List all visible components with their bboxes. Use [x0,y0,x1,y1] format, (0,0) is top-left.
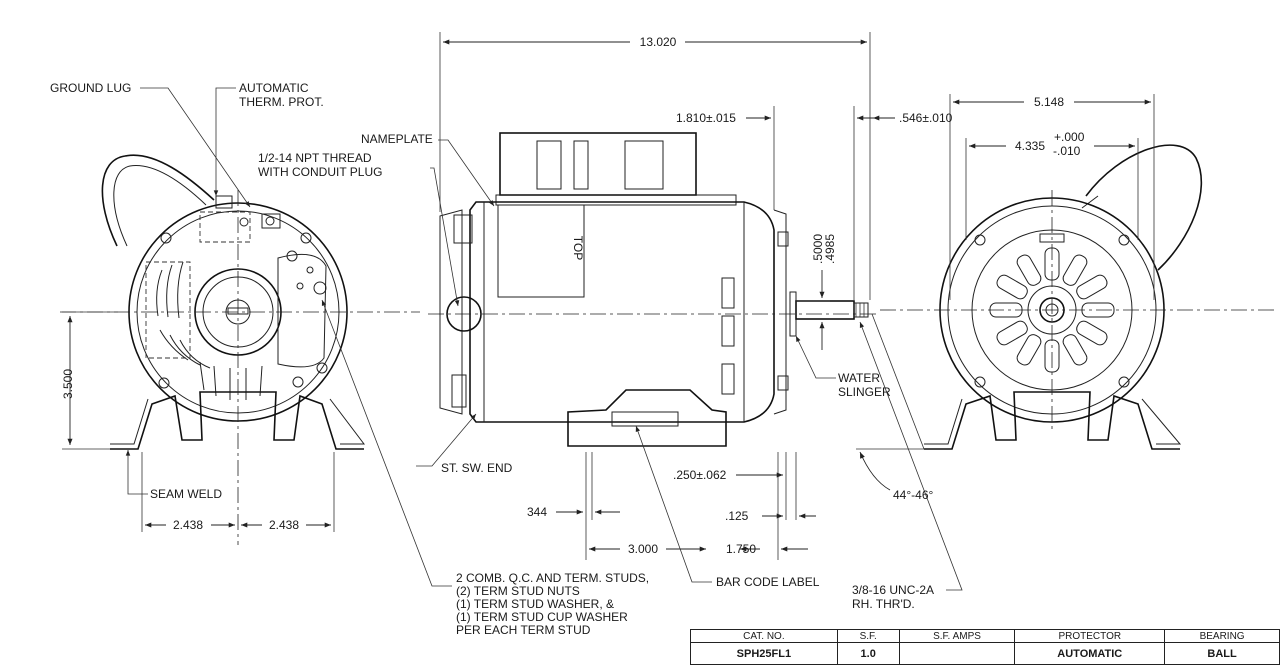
label-seam-weld: SEAM WELD [150,487,222,501]
dim-half-left: 2.438 [173,518,203,532]
label-studs-3: (1) TERM STUD WASHER, & [456,597,614,611]
dim-1750: 1.750 [726,542,756,556]
label-nameplate: NAMEPLATE [361,132,433,146]
drawing-text: GROUND LUG AUTOMATIC THERM. PROT. NAMEPL… [50,35,1085,637]
label-bar-code: BAR CODE LABEL [716,575,820,589]
spec-header-sf: S.F. [836,629,900,643]
spec-cat-no: SPH25FL1 [690,642,838,665]
spec-header-row: CAT. NO. S.F. S.F. AMPS PROTECTOR BEARIN… [690,629,1280,643]
dim-height: 3.500 [61,369,75,399]
spec-table: CAT. NO. S.F. S.F. AMPS PROTECTOR BEARIN… [690,629,1280,665]
dim-angle: 44°-46° [893,488,933,502]
label-water-1: WATER [838,371,880,385]
dim-tol-plus: +.000 [1054,130,1085,144]
spec-value-row: SPH25FL1 1.0 AUTOMATIC BALL [690,642,1280,665]
label-thread-1: 3/8-16 UNC-2A [852,583,934,597]
dim-1810: 1.810±.015 [676,111,736,125]
left-end-view [60,87,452,587]
label-npt-1: 1/2-14 NPT THREAD [258,151,372,165]
dim-546: .546±.010 [899,111,953,125]
label-studs-4: (1) TERM STUD CUP WASHER [456,610,628,624]
dim-5148: 5.148 [1034,95,1064,109]
label-studs-1: 2 COMB. Q.C. AND TERM. STUDS, [456,571,649,585]
dim-half-right: 2.438 [269,518,299,532]
label-npt-2: WITH CONDUIT PLUG [258,165,382,179]
side-view [416,32,963,591]
label-thread-2: RH. THR'D. [852,597,915,611]
label-water-2: SLINGER [838,385,891,399]
spec-bearing: BALL [1164,642,1280,665]
dim-overall: 13.020 [640,35,677,49]
dim-3000: 3.000 [628,542,658,556]
spec-header-protector: PROTECTOR [1014,629,1166,643]
dim-shaft-2: .4985 [823,234,837,264]
spec-sf: 1.0 [836,642,900,665]
label-top: TOP [571,236,585,260]
spec-header-sf-amps: S.F. AMPS [898,629,1016,643]
dim-250: .250±.062 [673,468,727,482]
label-st-sw-end: ST. SW. END [441,461,513,475]
right-end-view [856,94,1275,491]
label-auto-prot-1: AUTOMATIC [239,81,309,95]
dim-4335: 4.335 [1015,139,1045,153]
label-studs-5: PER EACH TERM STUD [456,623,591,637]
dim-344: 344 [527,505,547,519]
spec-sf-amps [898,642,1016,665]
label-studs-2: (2) TERM STUD NUTS [456,584,580,598]
label-ground-lug: GROUND LUG [50,81,131,95]
dim-tol-minus: -.010 [1053,144,1081,158]
spec-header-bearing: BEARING [1164,629,1280,643]
spec-header-cat-no: CAT. NO. [690,629,838,643]
label-auto-prot-2: THERM. PROT. [239,95,324,109]
dim-shaft-1: .5000 [811,234,825,264]
dim-125: .125 [725,509,749,523]
spec-protector: AUTOMATIC [1014,642,1166,665]
